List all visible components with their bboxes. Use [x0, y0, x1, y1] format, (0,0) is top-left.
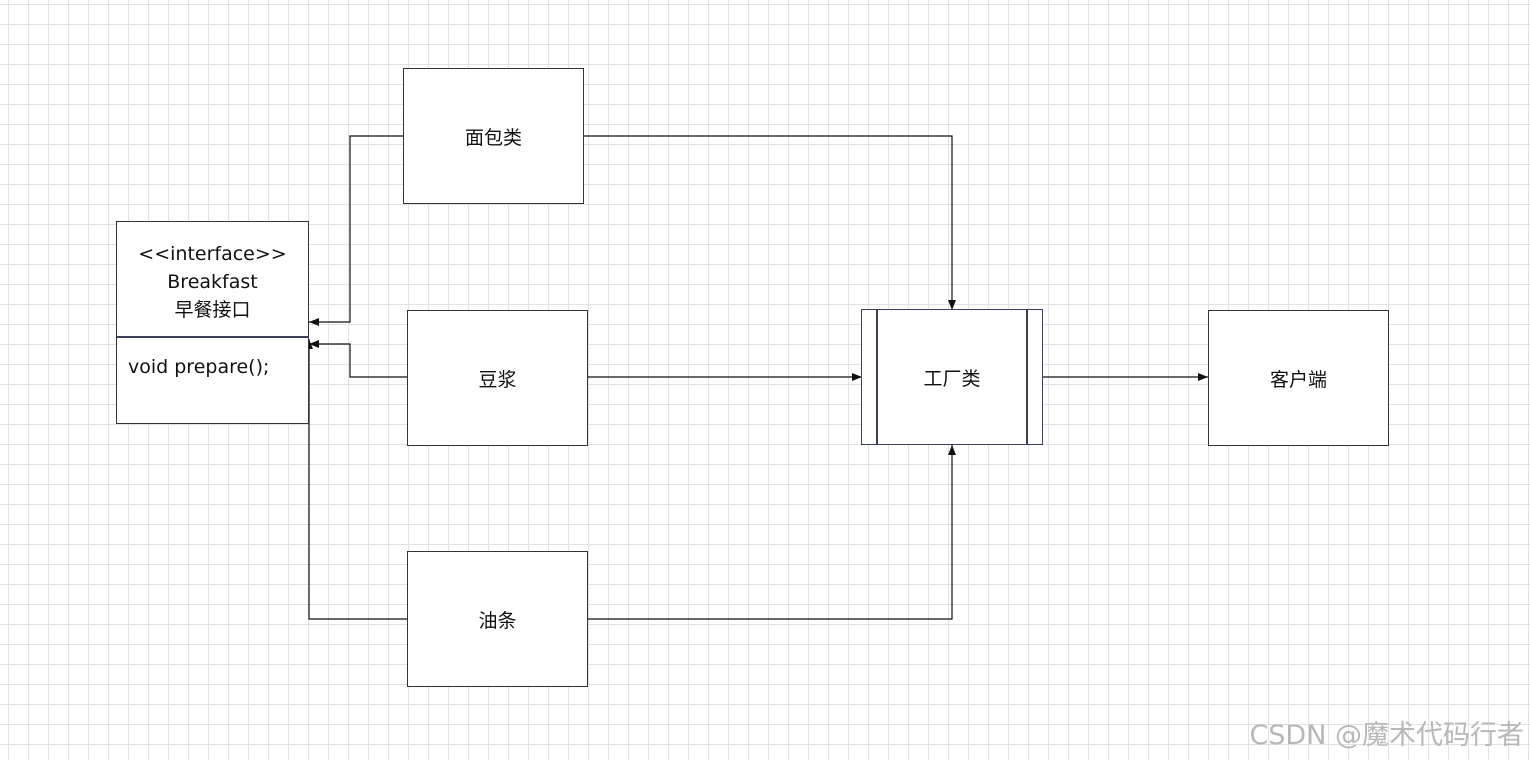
- node-factory[interactable]: 工厂类: [861, 309, 1043, 445]
- node-bread[interactable]: 面包类: [403, 68, 584, 204]
- edge-youtiao-to-interface: [305, 339, 407, 620]
- interface-header: <<interface>> Breakfast 早餐接口: [117, 222, 308, 338]
- interface-label-cn: 早餐接口: [174, 299, 251, 321]
- node-client-label: 客户端: [1269, 368, 1327, 391]
- edge-bread-to-interface: [309, 135, 403, 326]
- node-factory-label: 工厂类: [923, 367, 981, 390]
- interface-name: Breakfast: [167, 271, 258, 293]
- interface-stereotype: <<interface>>: [138, 243, 287, 265]
- node-client[interactable]: 客户端: [1208, 310, 1389, 446]
- node-youtiao[interactable]: 油条: [407, 551, 588, 687]
- factory-right-bar: [1026, 310, 1028, 444]
- edge-soymilk-to-interface: [309, 340, 407, 378]
- node-youtiao-label: 油条: [478, 609, 517, 632]
- node-soymilk-label: 豆浆: [478, 368, 517, 391]
- node-bread-label: 面包类: [464, 126, 522, 149]
- interface-method: void prepare();: [128, 356, 270, 378]
- edge-youtiao-to-factory: [587, 445, 956, 620]
- edge-bread-to-factory: [583, 135, 956, 310]
- watermark-text: CSDN @魔术代码行者: [1249, 720, 1524, 751]
- interface-breakfast-node[interactable]: <<interface>> Breakfast 早餐接口 void prepar…: [116, 221, 309, 424]
- node-soymilk[interactable]: 豆浆: [407, 310, 588, 446]
- factory-left-bar: [876, 310, 878, 444]
